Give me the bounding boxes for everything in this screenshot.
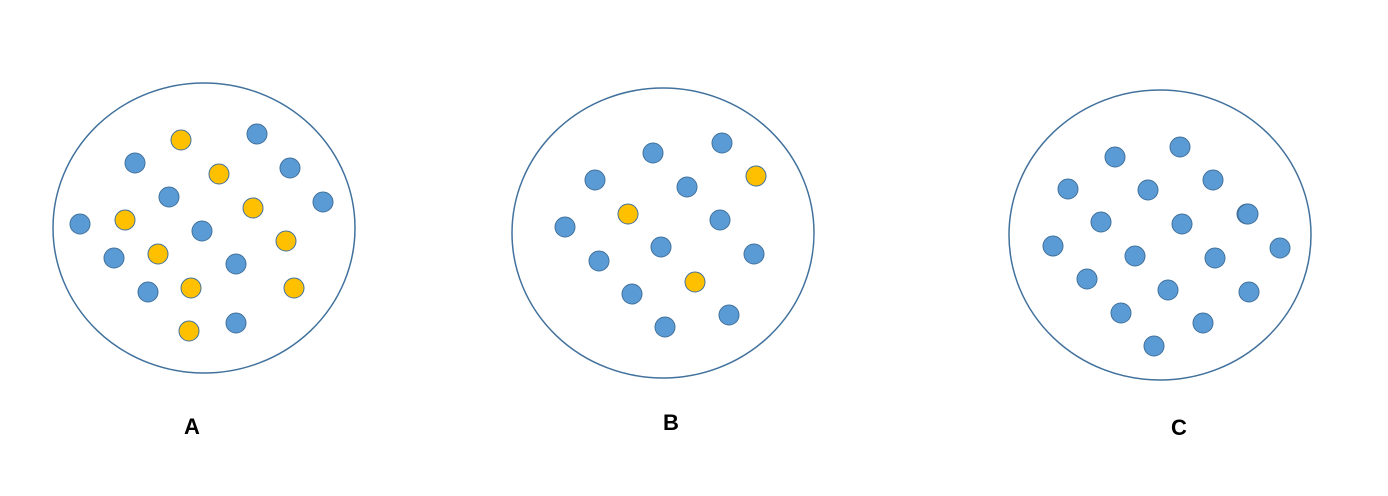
blue-particle	[1104, 146, 1126, 168]
yellow-particle	[283, 277, 305, 299]
blue-particle	[312, 191, 334, 213]
yellow-particle	[275, 230, 297, 252]
blue-particle	[137, 281, 159, 303]
blue-particle	[743, 243, 765, 265]
blue-particle	[711, 132, 733, 154]
blue-particle	[1124, 245, 1146, 267]
container-circle-c	[1008, 89, 1312, 381]
blue-particle	[69, 213, 91, 235]
container-circle-b	[511, 87, 815, 379]
blue-particle	[1238, 281, 1260, 303]
blue-particle	[584, 169, 606, 191]
panel-b: B	[511, 87, 815, 435]
particles-c	[1042, 136, 1291, 357]
panel-label-b: B	[663, 410, 679, 435]
blue-particle	[1090, 211, 1112, 233]
blue-particle	[1143, 335, 1165, 357]
blue-particle	[654, 316, 676, 338]
particles-a	[69, 123, 334, 342]
yellow-particle	[178, 320, 200, 342]
blue-particle	[1202, 169, 1224, 191]
panel-a: A	[52, 82, 356, 439]
yellow-particle	[617, 203, 639, 225]
blue-particle	[158, 186, 180, 208]
blue-particle	[1171, 213, 1193, 235]
blue-particle	[554, 216, 576, 238]
yellow-particle	[684, 271, 706, 293]
yellow-particle	[745, 165, 767, 187]
blue-particle	[124, 152, 146, 174]
blue-particle	[1057, 178, 1079, 200]
blue-particle	[650, 236, 672, 258]
yellow-particle	[114, 209, 136, 231]
blue-particle	[1192, 312, 1214, 334]
yellow-particle	[170, 129, 192, 151]
blue-particle	[621, 283, 643, 305]
blue-particle	[1042, 235, 1064, 257]
blue-particle	[588, 250, 610, 272]
panel-label-a: A	[184, 414, 200, 439]
particles-b	[554, 132, 767, 338]
panel-c: C	[1008, 89, 1312, 440]
blue-particle	[642, 142, 664, 164]
yellow-particle	[147, 243, 169, 265]
blue-particle	[718, 304, 740, 326]
blue-particle	[1110, 302, 1132, 324]
blue-particle	[1237, 203, 1259, 225]
yellow-particle	[242, 197, 264, 219]
blue-particle	[1269, 237, 1291, 259]
blue-particle	[1204, 247, 1226, 269]
blue-particle	[279, 157, 301, 179]
blue-particle	[103, 247, 125, 269]
yellow-particle	[180, 277, 202, 299]
blue-particle	[225, 253, 247, 275]
blue-particle	[1169, 136, 1191, 158]
blue-particle	[1157, 279, 1179, 301]
yellow-particle	[208, 163, 230, 185]
blue-particle	[191, 220, 213, 242]
blue-particle	[1137, 179, 1159, 201]
blue-particle	[709, 209, 731, 231]
blue-particle	[1076, 268, 1098, 290]
blue-particle	[676, 176, 698, 198]
blue-particle	[225, 312, 247, 334]
panel-label-c: C	[1171, 415, 1187, 440]
blue-particle	[246, 123, 268, 145]
